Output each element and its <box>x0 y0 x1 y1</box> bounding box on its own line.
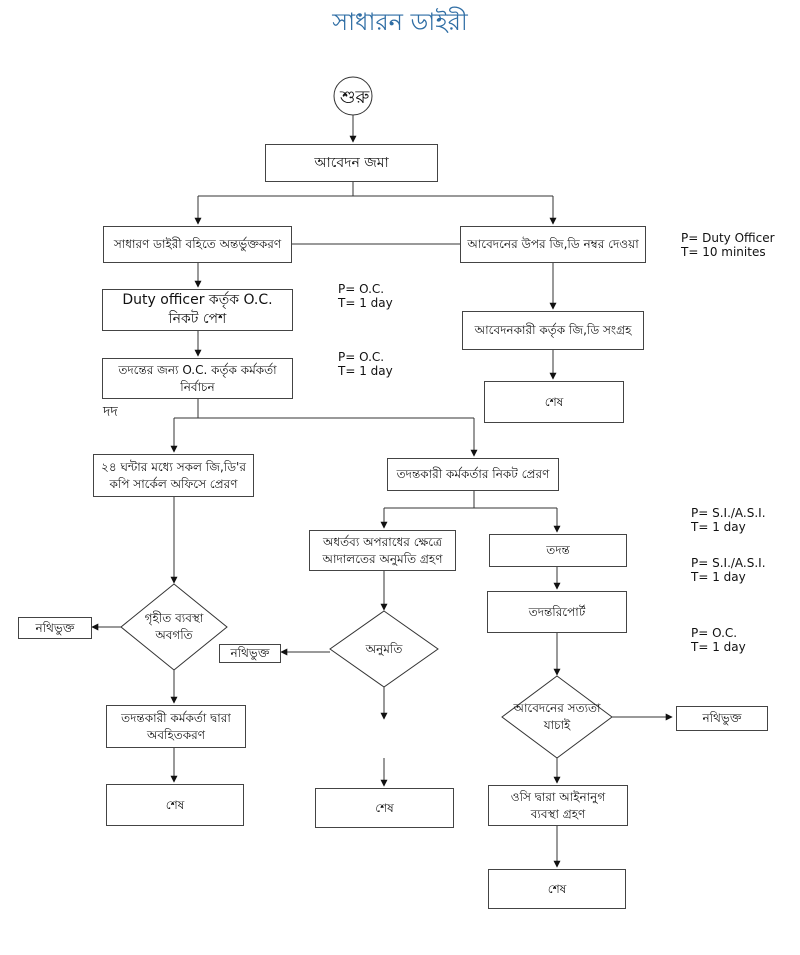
note-oc-2-p: P= O.C. <box>338 350 385 364</box>
node-submit: আবেদন জমা <box>265 144 438 182</box>
node-end-1: শেষ <box>484 381 624 423</box>
node-inform-officer: তদন্তকারী কর্মকর্তা দ্বারা অবহিতকরণ <box>106 705 246 748</box>
node-filed-1: নথিভুক্ত <box>18 617 92 639</box>
note-si-2: P= S.I./A.S.I. T= 1 day <box>691 556 766 585</box>
note-si-2-t: T= 1 day <box>691 569 746 584</box>
start-label: শুরু <box>340 87 370 108</box>
note-duty-officer-t: T= 10 minites <box>681 244 766 259</box>
note-si-1-p: P= S.I./A.S.I. <box>691 506 766 520</box>
node-filed-3: নথিভুক্ত <box>676 706 768 731</box>
note-oc-3-p: P= O.C. <box>691 626 738 640</box>
node-filed-2: নথিভুক্ত <box>219 644 281 663</box>
node-gd-number: আবেদনের উপর জি,ডি নম্বর দেওয়া <box>460 226 646 263</box>
node-select-officer: তদন্তের জন্য O.C. কর্তৃক কর্মকর্তা নির্ব… <box>102 358 293 399</box>
note-duty-officer-p: P= Duty Officer <box>681 231 775 245</box>
note-duty-officer: P= Duty Officer T= 10 minites <box>681 231 775 260</box>
node-copy-circle: ২৪ ঘন্টার মধ্যে সকল জি,ডি'র কপি সার্কেল … <box>93 454 254 497</box>
node-end-4: শেষ <box>488 869 626 909</box>
decision-action-taken-label: গৃহীত ব্যবস্থা অবগতি <box>144 611 204 642</box>
note-si-1: P= S.I./A.S.I. T= 1 day <box>691 506 766 535</box>
decision-verify-label: আবেদনের সত্যতা যাচাই <box>513 701 601 732</box>
node-applicant-collect: আবেদনকারী কর্তৃক জি,ডি সংগ্রহ <box>462 311 644 350</box>
note-oc-2-t: T= 1 day <box>338 363 393 378</box>
note-oc-3-t: T= 1 day <box>691 639 746 654</box>
stray-label: দদ <box>103 404 118 420</box>
note-oc-1-p: P= O.C. <box>338 282 385 296</box>
note-si-1-t: T= 1 day <box>691 519 746 534</box>
note-si-2-p: P= S.I./A.S.I. <box>691 556 766 570</box>
decision-permission-label: অনুমতি <box>365 641 403 656</box>
note-oc-3: P= O.C. T= 1 day <box>691 626 746 655</box>
note-oc-1-t: T= 1 day <box>338 295 393 310</box>
node-report: তদন্তরিপোর্ট <box>487 591 627 633</box>
note-oc-2: P= O.C. T= 1 day <box>338 350 393 379</box>
node-court-permission: অধর্তব্য অপরাধের ক্ষেত্রে আদালতের অনুমতি… <box>309 530 456 571</box>
node-oc-action: ওসি দ্বারা আইনানুগ ব্যবস্থা গ্রহণ <box>488 785 628 826</box>
page-title: সাধারন ডাইরী <box>332 8 468 36</box>
node-end-2: শেষ <box>106 784 244 826</box>
node-investigation: তদন্ত <box>489 534 627 567</box>
node-send-investigator: তদন্তকারী কর্মকর্তার নিকট প্রেরণ <box>387 458 559 491</box>
node-duty-to-oc: Duty officer কর্তৃক O.C. নিকট পেশ <box>102 289 293 331</box>
node-include-gd: সাধারণ ডাইরী বহিতে অন্তর্ভুক্তকরণ <box>103 226 292 263</box>
note-oc-1: P= O.C. T= 1 day <box>338 282 393 311</box>
node-end-3: শেষ <box>315 788 454 828</box>
